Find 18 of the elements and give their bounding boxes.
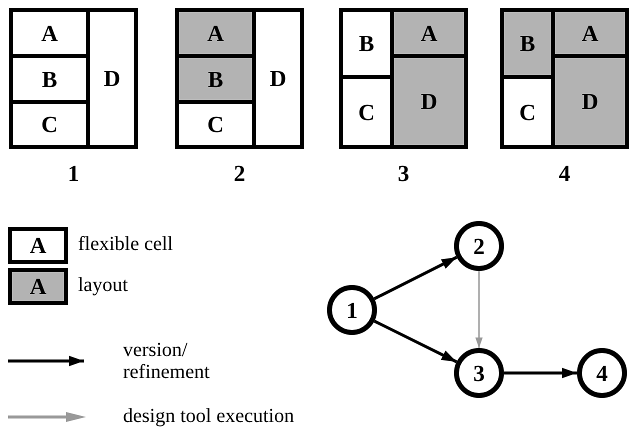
legend-text: layout — [78, 274, 128, 296]
arrow — [504, 368, 577, 378]
legend-text: version/ refinement — [123, 339, 211, 383]
version-circle: 3 — [454, 348, 504, 398]
panel-number: 3 — [396, 162, 410, 185]
arrow — [374, 256, 458, 300]
panel-number: 4 — [558, 162, 572, 185]
cell-letter: A — [30, 275, 46, 298]
panel-number: 2 — [232, 162, 246, 185]
cell-letter: A — [30, 234, 46, 257]
arrow — [374, 320, 458, 364]
legend-text: flexible cell — [78, 233, 173, 255]
version-circle: 1 — [327, 285, 377, 335]
panel-number: 1 — [66, 162, 80, 185]
legend-text: design tool execution — [123, 405, 294, 427]
version-circle: 4 — [577, 348, 627, 398]
arrow — [475, 271, 483, 348]
version-circle: 2 — [454, 221, 504, 271]
